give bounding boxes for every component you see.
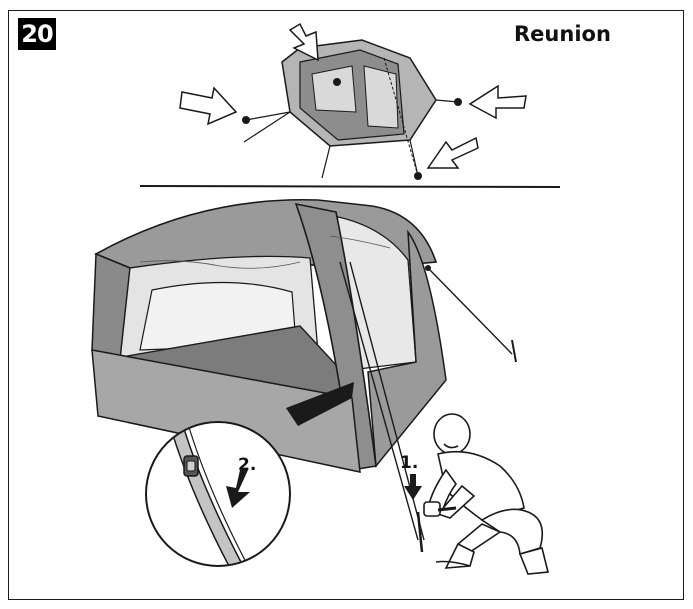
arrow-icon bbox=[288, 22, 319, 62]
detail-tent bbox=[91, 198, 517, 541]
arrow-icon bbox=[179, 86, 238, 126]
stake-point-front bbox=[414, 172, 422, 180]
magnified-detail: 2. bbox=[145, 382, 354, 567]
step-2-label: 2. bbox=[238, 455, 256, 475]
stake-point-right bbox=[454, 98, 462, 106]
person-figure bbox=[427, 413, 550, 575]
step-1-label: 1. bbox=[400, 453, 418, 473]
arrow-icon bbox=[426, 136, 479, 169]
overview-tent bbox=[242, 39, 462, 180]
roof-anchor-dot bbox=[333, 78, 341, 86]
tent-stake bbox=[416, 511, 424, 553]
arrow-icon bbox=[468, 84, 527, 120]
model-name: Reunion bbox=[514, 22, 611, 46]
instruction-frame bbox=[8, 10, 684, 600]
arrow-down-icon bbox=[404, 474, 422, 500]
hammer-icon bbox=[423, 501, 457, 517]
step-number-badge: 20 bbox=[18, 18, 56, 50]
ground-line bbox=[139, 185, 561, 188]
arrow-down-icon bbox=[226, 470, 250, 508]
stake-point-left bbox=[242, 116, 250, 124]
